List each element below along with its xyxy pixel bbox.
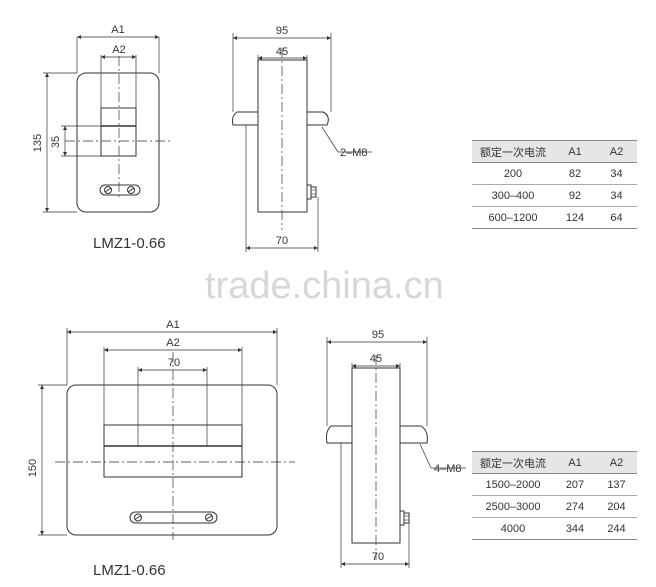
top-window-label: 35 <box>50 136 62 148</box>
top-a2-label: A2 <box>112 44 125 56</box>
header-a1: A1 <box>554 451 596 474</box>
table-row: 4000 344 244 <box>472 517 637 540</box>
cell-current: 200 <box>472 162 554 185</box>
bottom-spec-table: 额定一次电流 A1 A2 1500–2000 207 137 2500–3000… <box>472 451 637 540</box>
table-header-row: 额定一次电流 A1 A2 <box>472 451 637 474</box>
table-row: 600–1200 124 64 <box>472 206 637 229</box>
bottom-model-label: LMZ1-0.66 <box>93 562 166 579</box>
cell-a1: 124 <box>554 206 596 229</box>
top-screw-label: 2–M8 <box>340 147 368 159</box>
cell-a1: 82 <box>554 162 596 185</box>
top-front-body <box>76 72 160 213</box>
cell-a2: 34 <box>596 184 637 207</box>
top-terminal-slot <box>99 184 141 196</box>
table-row: 300–400 92 34 <box>472 184 637 207</box>
bottom-side-base-label: 70 <box>372 551 384 563</box>
top-side-window-label: 45 <box>276 46 288 58</box>
table-row: 1500–2000 207 137 <box>472 473 637 496</box>
cell-current: 4000 <box>472 517 554 540</box>
top-height-label: 135 <box>32 134 44 152</box>
top-a1-label: A1 <box>111 24 124 36</box>
bottom-window-label: 70 <box>168 357 180 369</box>
cell-a2: 244 <box>596 517 637 540</box>
top-side-view <box>232 33 372 252</box>
top-side-body <box>257 59 308 213</box>
table-header-row: 额定一次电流 A1 A2 <box>472 140 637 163</box>
cell-a2: 137 <box>596 473 637 496</box>
bottom-a1-label: A1 <box>166 319 179 331</box>
watermark: trade.china.cn <box>205 265 444 307</box>
bottom-side-window-label: 45 <box>370 353 382 365</box>
top-front-window <box>100 107 137 157</box>
bottom-front-body <box>66 384 278 536</box>
top-spec-table: 额定一次电流 A1 A2 200 82 34 300–400 92 34 600… <box>472 140 637 229</box>
table-row: 200 82 34 <box>472 162 637 185</box>
cell-a1: 207 <box>554 473 596 496</box>
bottom-height-label: 150 <box>27 459 39 477</box>
cell-current: 2500–3000 <box>472 495 554 518</box>
cell-a1: 92 <box>554 184 596 207</box>
top-model-label: LMZ1-0.66 <box>93 235 166 252</box>
cell-a2: 34 <box>596 162 637 185</box>
header-rated-current: 额定一次电流 <box>472 140 554 163</box>
bottom-a2-label: A2 <box>166 337 179 349</box>
bottom-screw-label: 4–M8 <box>434 463 462 475</box>
bottom-front-view <box>38 328 295 540</box>
top-side-base-label: 70 <box>276 235 288 247</box>
header-a2: A2 <box>596 451 637 474</box>
header-a2: A2 <box>596 140 637 163</box>
header-rated-current: 额定一次电流 <box>472 451 554 474</box>
cell-a2: 204 <box>596 495 637 518</box>
cell-a1: 274 <box>554 495 596 518</box>
header-a1: A1 <box>554 140 596 163</box>
bottom-terminal-slot <box>129 511 218 524</box>
top-side-width-label: 95 <box>276 25 288 37</box>
top-front-view <box>43 34 172 213</box>
cell-current: 600–1200 <box>472 206 554 229</box>
bottom-side-width-label: 95 <box>372 329 384 341</box>
table-row: 2500–3000 274 204 <box>472 495 637 518</box>
bottom-side-view <box>326 337 466 568</box>
cell-current: 300–400 <box>472 184 554 207</box>
cell-current: 1500–2000 <box>472 473 554 496</box>
cell-a2: 64 <box>596 206 637 229</box>
cell-a1: 344 <box>554 517 596 540</box>
